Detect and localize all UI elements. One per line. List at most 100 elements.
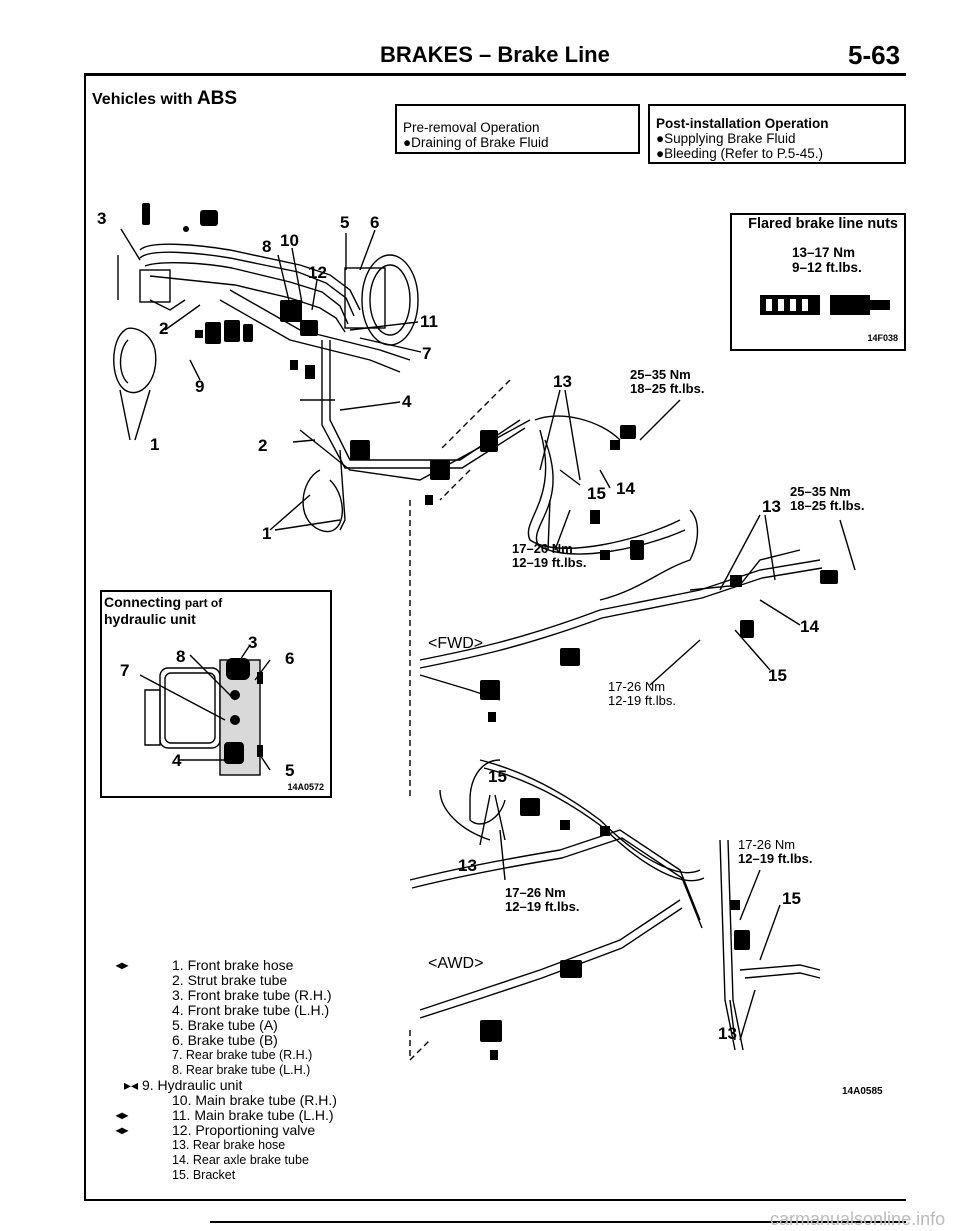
legend-text: 10. Main brake tube (R.H.)	[172, 1092, 337, 1108]
inset-title-line1: Connecting	[104, 594, 181, 610]
callout-13: 13	[762, 497, 781, 516]
callout-15: 15	[587, 484, 606, 503]
legend-item: 13. Rear brake hose	[172, 1138, 337, 1153]
torque-ftlbs: 18–25 ft.lbs.	[790, 498, 865, 513]
legend-item: 3. Front brake tube (R.H.)	[172, 988, 337, 1003]
callout-1: 1	[150, 435, 160, 454]
bottom-rule	[84, 1199, 906, 1201]
legend-item: ▸◂ 9. Hydraulic unit	[124, 1078, 337, 1093]
torque-ftlbs: 18–25 ft.lbs.	[630, 381, 705, 396]
torque-nm: 25–35 Nm	[790, 484, 851, 499]
inset-figure-code: 14A0572	[287, 782, 324, 792]
callout-8: 8	[262, 237, 272, 256]
hydraulic-unit-inset: Connecting part of hydraulic unit 3 8 6 …	[100, 590, 332, 798]
inset-title-line2: hydraulic unit	[104, 611, 196, 627]
legend-item: ◂▸ 11. Main brake tube (L.H.)	[116, 1107, 337, 1123]
callout-13: 13	[458, 856, 477, 875]
section-title-prefix: Vehicles with	[92, 91, 197, 108]
legend-indicator: ◂▸	[116, 1108, 129, 1122]
torque-nm: 25–35 Nm	[630, 367, 691, 382]
legend-text: 7. Rear brake tube (R.H.)	[172, 1048, 313, 1062]
legend-text: 3. Front brake tube (R.H.)	[172, 987, 332, 1003]
legend-text: 14. Rear axle brake tube	[172, 1153, 309, 1167]
legend-item: 5. Brake tube (A)	[172, 1018, 337, 1033]
pre-removal-box: Pre-removal Operation ●Draining of Brake…	[395, 104, 640, 154]
legend-text: 8. Rear brake tube (L.H.)	[172, 1063, 311, 1077]
inset-callout-6: 6	[285, 649, 295, 668]
inset-callout-3: 3	[248, 633, 258, 652]
legend-item: 14. Rear axle brake tube	[172, 1153, 337, 1168]
torque-nm: 17-26 Nm	[608, 679, 666, 694]
legend-item: 8. Rear brake tube (L.H.)	[172, 1063, 337, 1078]
torque-nm: 17-26 Nm	[738, 837, 796, 852]
inset-title: Connecting part of hydraulic unit	[104, 594, 222, 627]
legend-item: ◂▸ 12. Proportioning valve	[116, 1122, 337, 1138]
legend-text: 2. Strut brake tube	[172, 972, 288, 988]
inset-title-suffix: part of	[184, 596, 223, 610]
legend-item: 6. Brake tube (B)	[172, 1033, 337, 1048]
post-installation-box: Post-installation Operation ●Supplying B…	[648, 104, 906, 164]
legend-item: 2. Strut brake tube	[172, 973, 337, 988]
flared-nuts-title: Flared brake line nuts	[748, 216, 898, 232]
parts-legend: ◂▸ 1. Front brake hose 2. Strut brake tub…	[116, 957, 337, 1183]
callout-10: 10	[280, 231, 299, 250]
inset-callout-7: 7	[120, 661, 130, 680]
legend-indicator: ▸◂	[124, 1077, 139, 1093]
header-rule	[84, 73, 906, 76]
torque-ftlbs: 12–19 ft.lbs.	[738, 851, 813, 866]
callout-2: 2	[159, 319, 169, 338]
callout-15: 15	[768, 666, 787, 685]
footer-watermark: carmanualsonline.info	[770, 1209, 946, 1229]
inset-callout-4: 4	[172, 751, 182, 770]
legend-item: ◂▸ 1. Front brake hose	[116, 957, 337, 973]
legend-item: 4. Front brake tube (L.H.)	[172, 1003, 337, 1018]
torque-nm: 17–26 Nm	[512, 541, 573, 556]
footer-rule	[210, 1221, 906, 1223]
page-number: 5-63	[848, 40, 901, 70]
legend-text: 15. Bracket	[172, 1168, 236, 1182]
callout-15: 15	[488, 767, 507, 786]
torque-spec: 17-26 Nm 12-19 ft.lbs.	[608, 680, 676, 708]
section-title: Vehicles with ABS	[92, 88, 237, 110]
legend-text: 5. Brake tube (A)	[172, 1017, 278, 1033]
left-margin-rule	[84, 76, 86, 1201]
flared-nuts-torque-nm: 13–17 Nm	[792, 245, 856, 260]
callout-12: 12	[308, 263, 327, 282]
flared-nuts-torque: 13–17 Nm 9–12 ft.lbs.	[792, 245, 862, 275]
torque-spec: 17–26 Nm 12–19 ft.lbs.	[505, 886, 579, 914]
torque-ftlbs: 12–19 ft.lbs.	[512, 555, 587, 570]
legend-text: 1. Front brake hose	[172, 957, 294, 973]
page-header-title: BRAKES – Brake Line	[380, 42, 610, 67]
section-title-abs: ABS	[196, 88, 238, 109]
callout-11: 11	[420, 312, 438, 331]
torque-spec: 17-26 Nm 12–19 ft.lbs.	[738, 838, 812, 866]
legend-text: 12. Proportioning valve	[172, 1122, 316, 1138]
pre-removal-title: Pre-removal Operation	[403, 120, 540, 135]
flared-nuts-figure-code: 14F038	[867, 333, 898, 343]
mode-label-awd: <AWD>	[428, 955, 484, 972]
callout-5: 5	[340, 213, 350, 232]
legend-text: 4. Front brake tube (L.H.)	[172, 1002, 330, 1018]
callout-7: 7	[422, 344, 432, 363]
inset-callout-5: 5	[285, 761, 295, 780]
flared-nuts-torque-ftlbs: 9–12 ft.lbs.	[792, 260, 862, 275]
post-installation-title: Post-installation Operation	[656, 116, 829, 131]
callout-6: 6	[370, 213, 380, 232]
torque-spec: 25–35 Nm 18–25 ft.lbs.	[630, 368, 704, 396]
figure-code: 14A0585	[842, 1086, 883, 1097]
callout-2: 2	[258, 436, 268, 455]
torque-spec: 25–35 Nm 18–25 ft.lbs.	[790, 485, 864, 513]
callout-4: 4	[402, 392, 412, 411]
legend-text: 11. Main brake tube (L.H.)	[172, 1107, 334, 1123]
legend-indicator: ◂▸	[116, 958, 129, 972]
torque-ftlbs: 12-19 ft.lbs.	[608, 693, 676, 708]
pre-removal-item: ●Draining of Brake Fluid	[403, 135, 549, 150]
callout-14: 14	[616, 479, 635, 498]
flared-nuts-box: Flared brake line nuts 13–17 Nm 9–12 ft.…	[730, 213, 906, 351]
callout-13: 13	[553, 372, 572, 391]
post-installation-item: ●Supplying Brake Fluid	[656, 131, 796, 146]
legend-indicator: ◂▸	[116, 1123, 129, 1137]
callout-3: 3	[97, 209, 107, 228]
callout-9: 9	[195, 377, 205, 396]
